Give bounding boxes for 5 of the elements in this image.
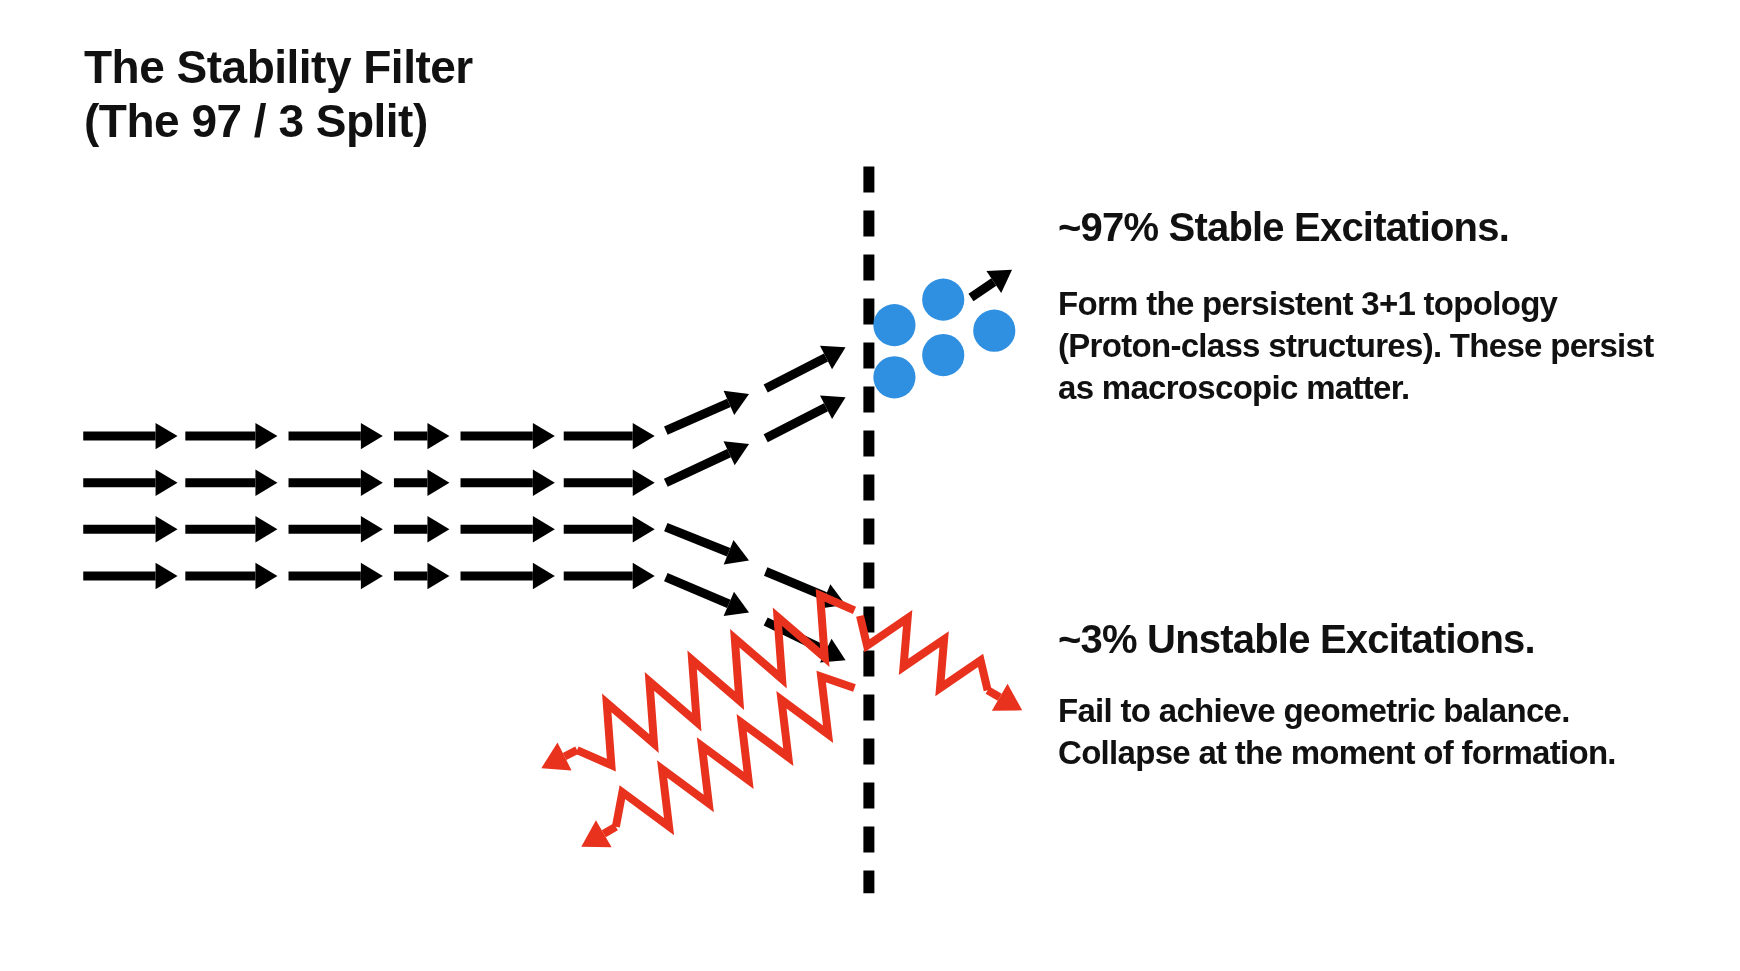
section-heading: ~97% Stable Excitations. [1058, 205, 1510, 250]
description-text: Fail to achieve geometric balance. Collapse at the moment of formation. [1058, 691, 1617, 773]
description-text: Form the persistent 3+1 topology (Proton-class structures). These persist as macroscopic matter. [1058, 284, 1655, 408]
title: The Stability Filter (The 97 / 3 Split) [84, 40, 474, 149]
section-heading: ~3% Unstable Excitations. [1058, 617, 1536, 662]
